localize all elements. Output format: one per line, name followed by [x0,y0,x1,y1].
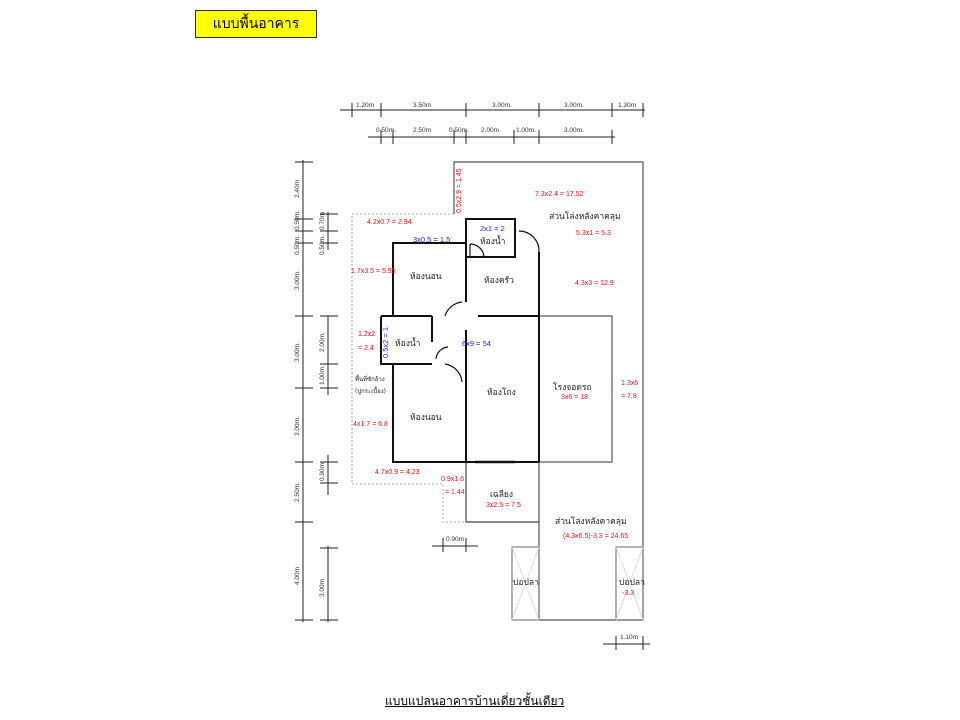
dim-top2-4: 2.00m. [481,127,501,134]
area-label-corner-1: 0.9x1.6 [441,476,464,483]
area-label-garage: 3x6 = 18 [561,394,588,401]
dim-left-5: 3.00m. [294,342,301,362]
area-label-side-yard: 4.3x3 = 12.9 [575,280,614,287]
dim-left-4: 3.00m. [294,270,301,290]
area-label-laundry-top: 4.2x0.7 = 2.94 [367,219,412,226]
area-label-laundry-bath-2: = 2.4 [358,345,374,352]
dim-left-3: 0.50m. [294,235,301,255]
dim-top2-1: 0.50m. [376,127,396,134]
area-label-main-house: 6x9 = 54 [462,339,491,348]
area-label-porch: 3x2.5 = 7.5 [486,502,521,509]
area-label-side-2: = 7.8 [621,393,637,400]
fishpond-right-shape [615,546,644,621]
dim-left-inner-4: 1.00m. [319,365,326,385]
porch-shape [465,462,539,523]
door-swings [435,230,540,464]
dim-left-2: 0.50m. [294,210,301,230]
plan-caption: แบบแปลนอาคารบ้านเดี่ยวชั้นเดียว [385,694,565,708]
area-label-bedroom-strip: 3x0.5 = 1.5 [413,235,450,244]
room-open-area-top: ส่วนโล่งหลังคาคลุม [549,211,621,222]
bottom-dimension-lines [432,538,650,650]
dim-left-inner-1: 0.70m [319,212,326,230]
area-label-corner-2: = 1.44 [445,489,465,496]
area-label-open-bottom: (4.3x6.5)-3.3 = 24.65 [563,533,628,540]
fishpond-left-shape [511,546,540,621]
area-label-open-strip: 5.3x1 = 5.3 [576,230,611,237]
room-bathroom-1: ห้องน้ำ [480,235,505,247]
dim-left-inner-5: 0.90m [319,463,326,481]
area-label-pond: -3.3 [622,590,634,597]
dim-top-4: 3.00m. [564,102,584,109]
dim-left-8: 4.00m [294,567,301,585]
area-label-laundry-bath-1: 1.2x2 [358,331,375,338]
area-label-laundry-side: 1.7x3.5 = 5.95 [351,268,396,275]
room-fishpond-right: บ่อปลา [619,578,645,588]
room-garage: โรงจอดรถ [553,382,592,393]
area-label-laundry-bottom: 4.7x0.9 = 4.23 [375,469,420,476]
area-label-side-1: 1.3x6 [621,380,638,387]
dim-left-7: 2.50m. [294,482,301,502]
dim-left-inner-6: 3.00m [319,579,326,597]
dim-left-6: 3.00m. [294,416,301,436]
left-dimension-lines [295,160,338,622]
laundry-label-2: (ปูกระเบื้อง) [355,385,386,395]
top-dimension-lines [340,103,645,144]
dim-bottom-1: 0.90m [446,536,464,543]
dim-top2-3: 0.50m. [449,127,469,134]
laundry-area-outline [351,213,466,523]
area-label-bathroom-2: 0.5x2 = 1 [381,327,390,358]
room-open-area-bottom: ส่วนโล่งหลังคาคลุม [555,516,627,527]
left-dimension-labels: 2.40m 0.50m. 0.50m. 3.00m. 3.00m. 3.00m.… [294,180,326,597]
plan-title-label: แบบพื้นอาคาร [195,10,317,38]
dim-top-3: 3.00m. [492,102,512,109]
dim-top-5: 1.30m [618,102,636,109]
dim-top-2: 3.50m [413,102,431,109]
area-label-bathroom-1: 2x1 = 2 [480,224,505,233]
room-fishpond-left: บ่อปลา [513,578,539,588]
dim-left-inner-3: 2.00m. [319,332,326,352]
room-bedroom-1: ห้องนอน [410,271,442,282]
room-living: ห้องโถง [487,387,516,398]
dim-left-inner-2: 0.50m. [319,235,326,255]
room-kitchen: ห้องครัว [484,275,514,286]
plan-title-text: แบบพื้นอาคาร [212,16,300,32]
area-label-laundry-bedroom: 4x1.7 = 6.8 [353,421,388,428]
laundry-label-1: พื้นที่ซักล้าง [355,373,385,383]
room-bathroom-2: ห้องน้ำ [395,337,420,349]
dim-left-1: 2.40m [294,180,301,198]
house-walls [380,218,540,463]
dim-bottom-2: 1.10m [620,634,638,641]
dim-top2-6: 3.00m. [564,127,584,134]
area-label-open-top: 7.3x2.4 = 17.52 [535,191,584,198]
dim-top2-5: 1.00m. [516,127,536,134]
room-bedroom-2: ห้องนอน [410,412,442,423]
area-label-strip-vertical: 0.5x2.9 = 1.45 [456,168,463,213]
room-porch: เฉลียง [490,489,513,500]
dim-top-1: 1.20m [356,102,374,109]
dim-top2-2: 2.50m [413,127,431,134]
